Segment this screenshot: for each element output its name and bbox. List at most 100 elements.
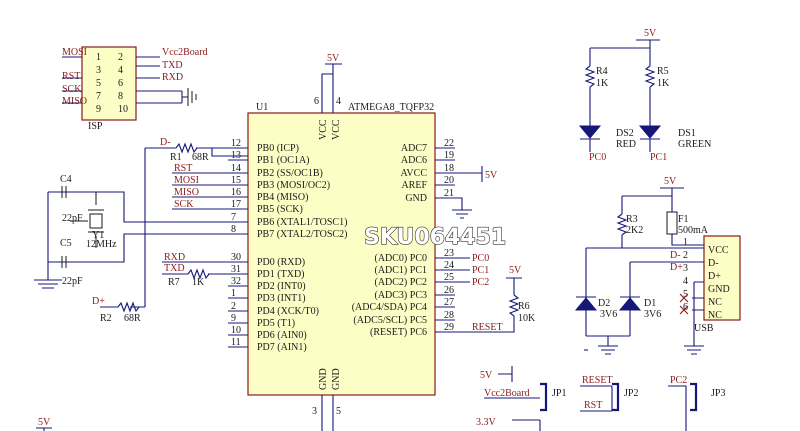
mcu-left-pin-name: PB6 (XTAL1/TOSC1) bbox=[257, 217, 347, 228]
mcu-left-pin-name: PD6 (AIN0) bbox=[257, 330, 307, 341]
isp-net-vcc2board: Vcc2Board bbox=[162, 47, 208, 58]
isp-pin-8: 8 bbox=[118, 91, 123, 102]
ds1-ref: DS1 bbox=[678, 128, 696, 139]
mcu-part: ATMEGA8_TQFP32 bbox=[348, 102, 434, 113]
c4-ref: C4 bbox=[60, 174, 72, 185]
usb-net-d-minus: D- bbox=[670, 250, 681, 261]
mcu-left-pin-number: 32 bbox=[231, 276, 241, 287]
mcu-left-pin-number: 12 bbox=[231, 138, 241, 149]
mcu-body bbox=[247, 112, 436, 396]
mcu-ref: U1 bbox=[256, 102, 268, 113]
mcu-right-pin-name: (ADC2) PC2 bbox=[374, 277, 427, 288]
mcu-left-pin-name: PD3 (INT1) bbox=[257, 293, 306, 304]
mcu-right-pin-number: 23 bbox=[444, 248, 454, 259]
mcu-left-pin-name: PB0 (ICP) bbox=[257, 143, 299, 154]
jumpers: 5V Vcc2Board 3.3V JP1 RESET RST JP2 PC2 … bbox=[476, 366, 725, 431]
mcu-supply-net: 5V bbox=[327, 53, 340, 64]
r7-ref: R7 bbox=[168, 277, 180, 288]
isp-pin-5: 5 bbox=[96, 78, 101, 89]
mcu-left-pin-number: 31 bbox=[231, 264, 241, 275]
usb-pin-name-dplus: D+ bbox=[708, 271, 721, 282]
r3-ref: R3 bbox=[626, 214, 638, 225]
net-rst-pb2: RST bbox=[174, 163, 192, 174]
net-led-5v: 5V bbox=[644, 28, 657, 39]
r1-ref: R1 bbox=[170, 152, 182, 163]
mcu-vcc-pin-6: 6 bbox=[314, 96, 319, 107]
mcu-vcc-label-1: VCC bbox=[318, 119, 329, 140]
jp3-top-net: PC2 bbox=[670, 375, 687, 386]
mcu-right-pin-name: (RESET) PC6 bbox=[370, 327, 427, 338]
usb-pin-3: 3 bbox=[683, 263, 688, 274]
jp2-ref: JP2 bbox=[624, 388, 638, 399]
usb-pin-4: 4 bbox=[683, 276, 688, 287]
r2-ref: R2 bbox=[100, 313, 112, 324]
watermark-text: SKU064451 bbox=[364, 225, 506, 250]
usb-pin-5: 5 bbox=[683, 289, 688, 300]
isp-pin-9: 9 bbox=[96, 104, 101, 115]
net-r6-5v: 5V bbox=[509, 265, 522, 276]
mcu-right-pin-number: 28 bbox=[444, 310, 454, 321]
usb-pin-name-gnd: GND bbox=[708, 284, 730, 295]
net-txd-pd1: TXD bbox=[164, 263, 185, 274]
mcu-left-pin-name: PB7 (XTAL2/TOSC2) bbox=[257, 229, 347, 240]
ds1-net: PC1 bbox=[650, 152, 667, 163]
mcu-right-pin-number: 24 bbox=[444, 260, 454, 271]
mcu-right-pin-number: 26 bbox=[444, 285, 454, 296]
isp-net-rst: RST bbox=[62, 71, 80, 82]
status-leds: 5V R4 1K R5 1K DS2 RED DS1 GREEN PC0 PC1 bbox=[578, 28, 711, 163]
mcu-left-pin-name: PD4 (XCK/T0) bbox=[257, 306, 319, 317]
mcu-left-pin-name: PB2 (SS/OC1B) bbox=[257, 168, 323, 179]
f1-value: 500mA bbox=[678, 225, 709, 236]
c5-value: 22pF bbox=[62, 276, 83, 287]
d2-ref: D2 bbox=[598, 298, 610, 309]
mcu-right-pin-name: GND bbox=[405, 193, 427, 204]
net-pc0: PC0 bbox=[472, 253, 489, 264]
isp-pin-2: 2 bbox=[118, 52, 123, 63]
mcu-right-pin-name: AREF bbox=[401, 180, 427, 191]
no-connect-marks bbox=[679, 293, 689, 315]
mcu-vcc-label-2: VCC bbox=[331, 119, 342, 140]
mcu-gnd-pin-5: 5 bbox=[336, 406, 341, 417]
usb-ref: USB bbox=[694, 323, 714, 334]
isp-pin-3: 3 bbox=[96, 65, 101, 76]
fuse-f1 bbox=[666, 211, 678, 235]
mcu-left-pin-number: 30 bbox=[231, 252, 241, 263]
net-sck-pb5: SCK bbox=[174, 199, 194, 210]
r6-ref: R6 bbox=[518, 301, 530, 312]
isp-net-txd: TXD bbox=[162, 60, 183, 71]
c4-value: 22pF bbox=[62, 213, 83, 224]
isp-net-miso: MISO bbox=[62, 96, 87, 107]
mcu-right-pin-number: 20 bbox=[444, 175, 454, 186]
isp-pin-6: 6 bbox=[118, 78, 123, 89]
bottom-net-5v: 5V bbox=[38, 417, 51, 428]
usb-pin-name-nc2: NC bbox=[708, 310, 722, 321]
mcu-gnd-label-2: GND bbox=[331, 368, 342, 390]
mcu-left-pin-name: PB5 (SCK) bbox=[257, 204, 303, 215]
c5-ref: C5 bbox=[60, 238, 72, 249]
mcu-left-pin-number: 14 bbox=[231, 163, 241, 174]
usb-pin-2: 2 bbox=[683, 250, 688, 261]
mcu-right-pin-name: AVCC bbox=[401, 168, 428, 179]
right-port-nets: 5V PC0 PC1 PC2 RESET R6 10K 5V bbox=[435, 166, 536, 333]
usb-pin-name-nc1: NC bbox=[708, 297, 722, 308]
mcu-left-pin-name: PD0 (RXD) bbox=[257, 257, 305, 268]
mcu-left-pin-number: 15 bbox=[231, 175, 241, 186]
mcu-right-pin-name: (ADC5/SCL) PC5 bbox=[353, 315, 427, 326]
mcu-right-pin-name: (ADC4/SDA) PC4 bbox=[352, 302, 427, 313]
mcu-left-pin-name: PD1 (TXD) bbox=[257, 269, 305, 280]
d1-ref: D1 bbox=[644, 298, 656, 309]
net-pc2: PC2 bbox=[472, 277, 489, 288]
isp-header: ISP 1 3 5 7 9 2 4 6 8 10 MOSI RST SCK MI… bbox=[62, 46, 208, 132]
isp-net-sck: SCK bbox=[62, 84, 82, 95]
mcu-vcc-pin-4: 4 bbox=[336, 96, 341, 107]
ds2-color: RED bbox=[616, 139, 636, 150]
r1-value: 68R bbox=[192, 152, 209, 163]
mcu-right-pin-number: 25 bbox=[444, 272, 454, 283]
mcu-left-pin-name: PD2 (INT0) bbox=[257, 281, 306, 292]
y1-value: 12MHz bbox=[86, 239, 117, 250]
bottom-partial: 5V bbox=[36, 417, 52, 431]
mcu-left-pin-name: PD7 (AIN1) bbox=[257, 342, 307, 353]
usb-net-d-plus: D+ bbox=[670, 262, 683, 273]
